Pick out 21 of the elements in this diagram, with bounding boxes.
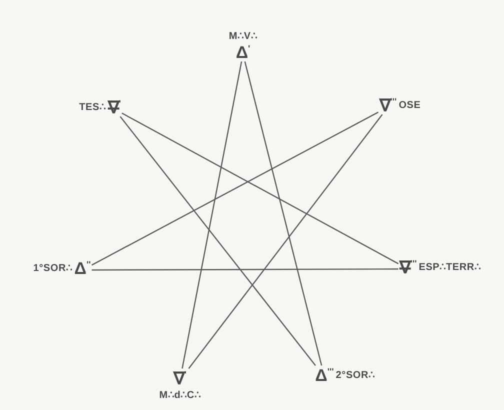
star-line [122,112,399,264]
star-line [182,61,242,369]
element-symbol: ∇̶$^{'}$ [108,98,121,116]
star-line [120,116,316,366]
point-name: 2°SOR∴ [336,369,375,381]
point-name: 1°SOR∴ [33,262,72,274]
element-symbol: Δ$^{'''}$ [315,366,334,384]
point-name: TES∴ [79,101,106,113]
star-line [92,268,398,271]
star-line [188,114,383,369]
star-line [91,112,379,266]
element-symbol: ∇$^{'''}$ [379,96,397,114]
point-name: M∴d∴C∴ [159,388,201,400]
point-name: OSE [398,100,421,110]
element-symbol: Δ$^{'}$ [236,44,250,60]
star-line [244,61,322,366]
point-name: ESP∴TERR∴ [418,261,481,273]
element-symbol: ∇$^{'}$ [173,370,187,386]
element-symbol: Δ$^{''}$ [74,260,91,276]
element-symbol: ∇̶$^{'''}$ [399,258,417,276]
point-name: M∴V∴ [228,30,258,42]
